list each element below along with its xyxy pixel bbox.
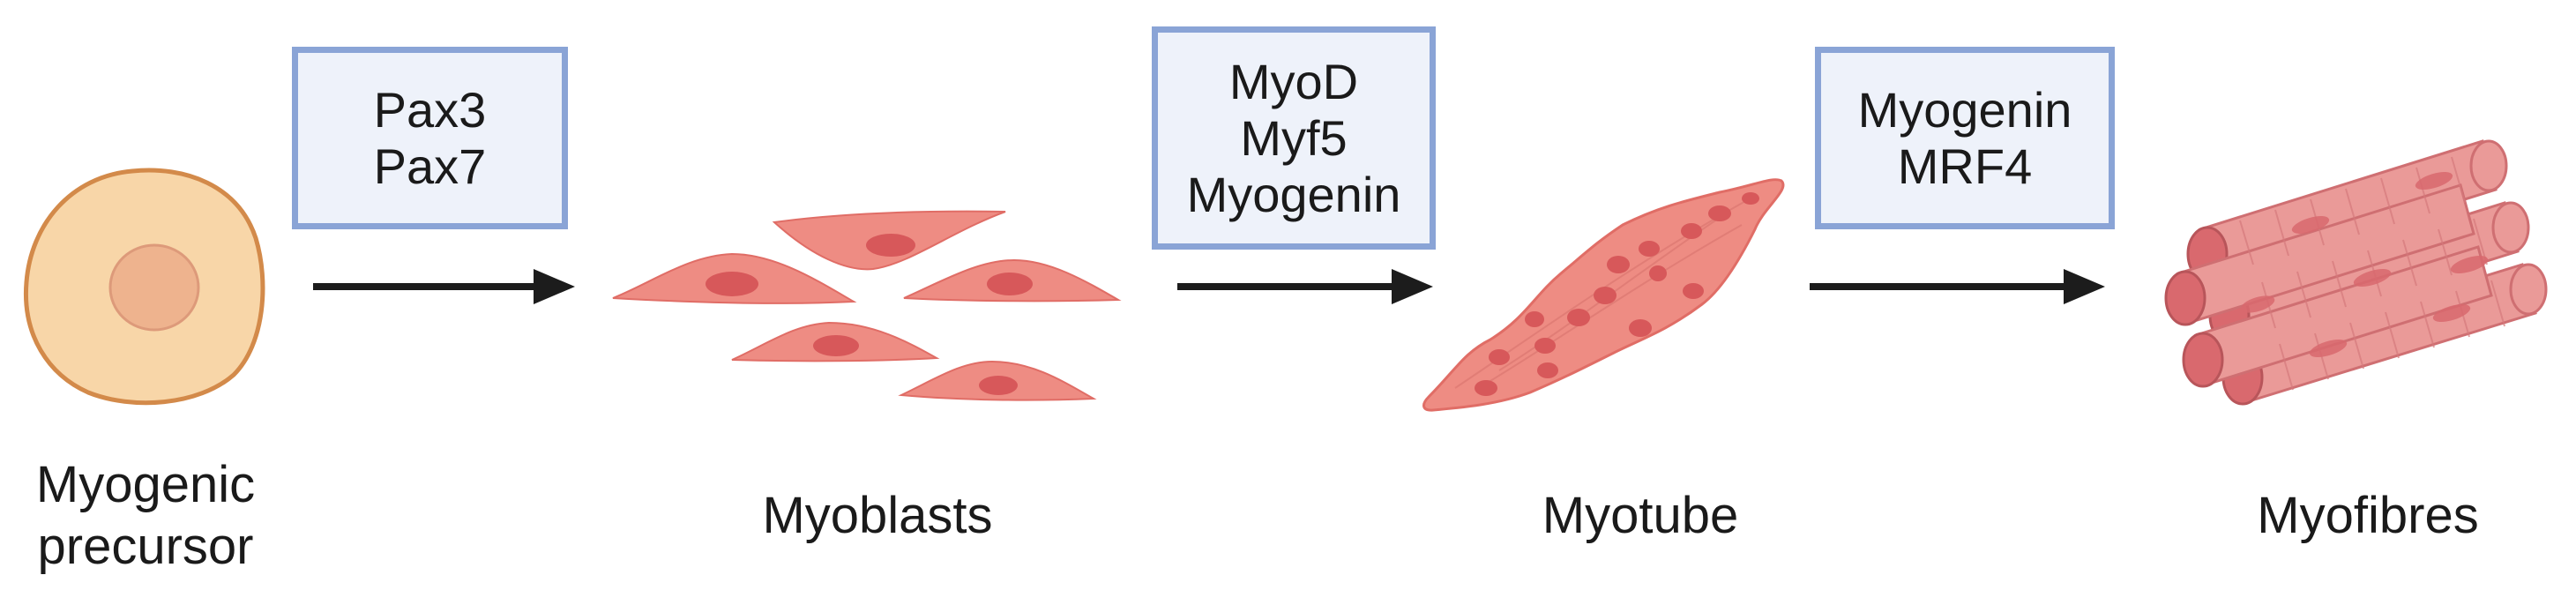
myoblasts-cluster-icon (612, 210, 1122, 401)
myoblast-cell (903, 258, 1122, 302)
myoblast-cell (731, 321, 940, 362)
myofibre (2164, 183, 2475, 326)
factor-box-pax: Pax3 Pax7 (292, 47, 568, 229)
myofibres-bundle-icon (2164, 139, 2548, 406)
myoblast-cell (612, 252, 857, 304)
myotube-icon (1422, 178, 1785, 412)
factor-label: Myf5 (1240, 109, 1348, 166)
factor-label: MRF4 (1897, 138, 2033, 194)
arrow-myoblasts-to-myotube (1177, 269, 1433, 304)
factor-label: Pax3 (373, 81, 487, 138)
factor-box-myod: MyoD Myf5 Myogenin (1152, 26, 1436, 250)
factor-label: Myogenin (1857, 81, 2072, 138)
stage-label-myotube: Myotube (1542, 487, 1739, 544)
factor-label: Pax7 (373, 138, 487, 194)
factor-box-myogenin: Myogenin MRF4 (1815, 47, 2115, 229)
arrow-precursor-to-myoblasts (313, 269, 575, 304)
myoblast-cell (898, 360, 1097, 401)
stage-label-myoblasts: Myoblasts (762, 487, 993, 544)
factor-label: MyoD (1228, 53, 1359, 109)
factor-label: Myogenin (1186, 166, 1401, 222)
precursor-cell-icon (23, 168, 265, 406)
arrow-myotube-to-myofibres (1810, 269, 2105, 304)
stage-label-precursor: Myogenic precursor (35, 456, 256, 575)
myoblast-cell (772, 210, 1006, 271)
stage-label-myofibres: Myofibres (2257, 487, 2479, 544)
